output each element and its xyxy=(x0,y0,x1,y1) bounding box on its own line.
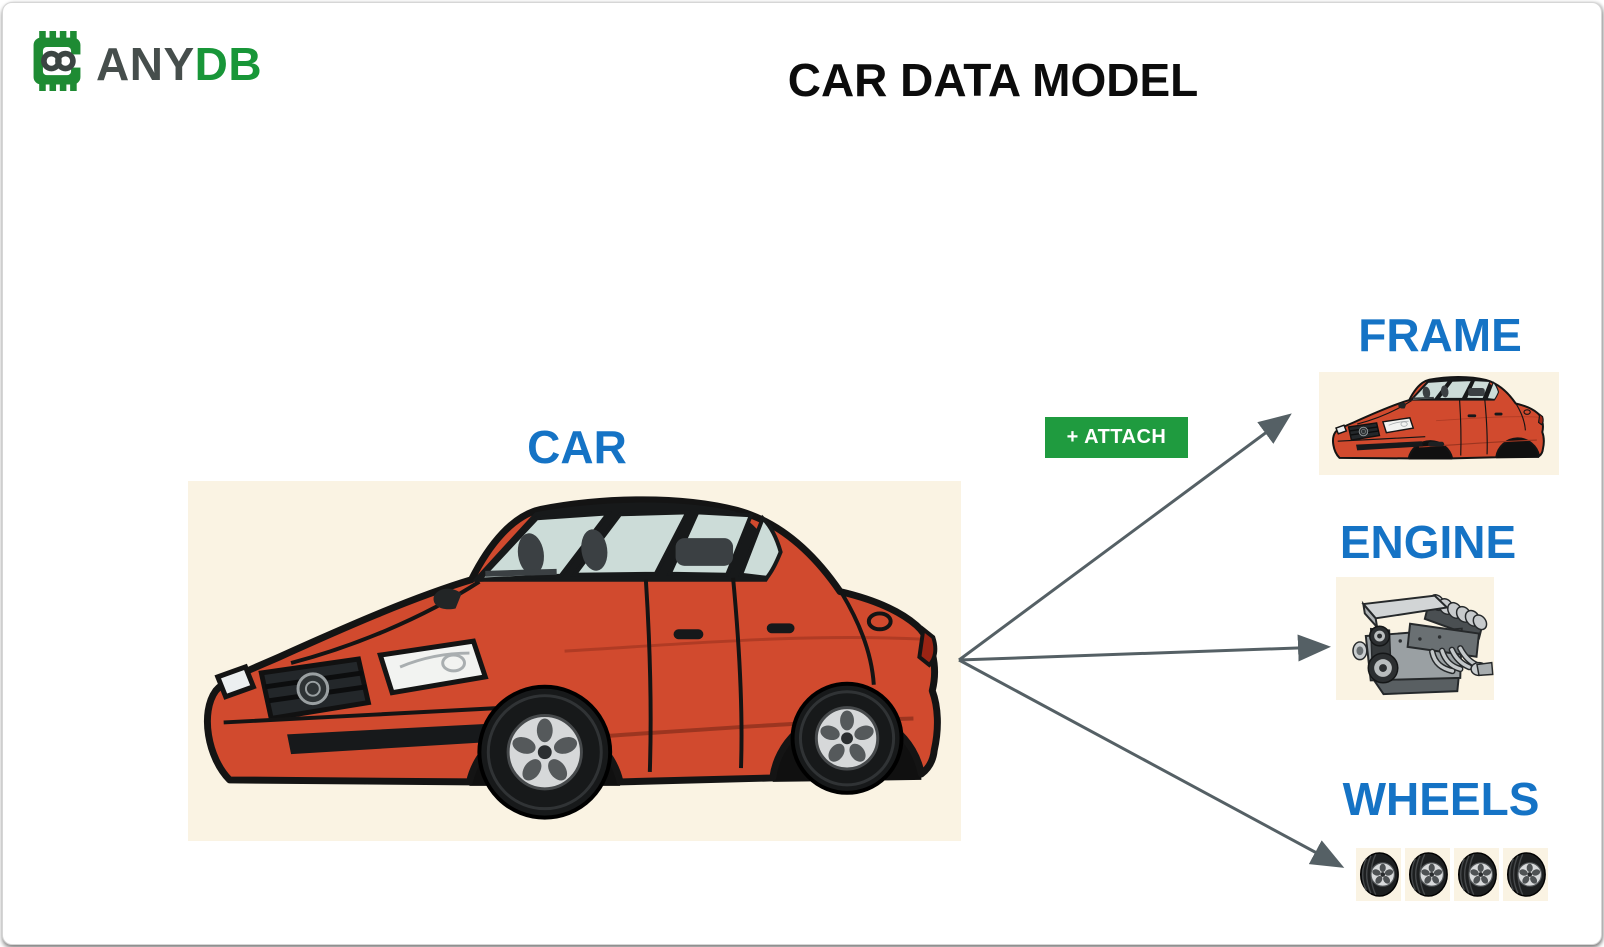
attach-button[interactable]: + ATTACH xyxy=(1045,417,1188,458)
car-frame-body-icon xyxy=(1319,372,1559,475)
tire-wheel-icon xyxy=(1405,848,1450,901)
red-sedan-car-icon xyxy=(188,481,961,820)
tire-wheel-icon xyxy=(1454,848,1499,901)
wheels-illustration xyxy=(1356,848,1548,901)
engine-illustration xyxy=(1336,577,1494,700)
frame-node-label: FRAME xyxy=(1358,309,1522,361)
car-node-label: CAR xyxy=(527,421,627,473)
wheels-node-label: WHEELS xyxy=(1342,773,1540,825)
tire-wheel-icon xyxy=(1356,848,1401,901)
engine-node-label: ENGINE xyxy=(1339,516,1517,568)
car-illustration xyxy=(188,481,961,841)
page-title: CAR DATA MODEL xyxy=(787,54,1199,106)
brand-name-db: DB xyxy=(194,37,263,90)
tire-wheel-icon xyxy=(1503,848,1548,901)
frame-illustration xyxy=(1319,372,1559,475)
brand-logo: ANYDB xyxy=(30,31,262,96)
brand-name-any: ANY xyxy=(96,37,195,90)
engine-block-icon xyxy=(1352,594,1494,696)
anydb-chip-infinity-icon xyxy=(30,31,84,96)
brand-name: ANYDB xyxy=(96,41,262,87)
